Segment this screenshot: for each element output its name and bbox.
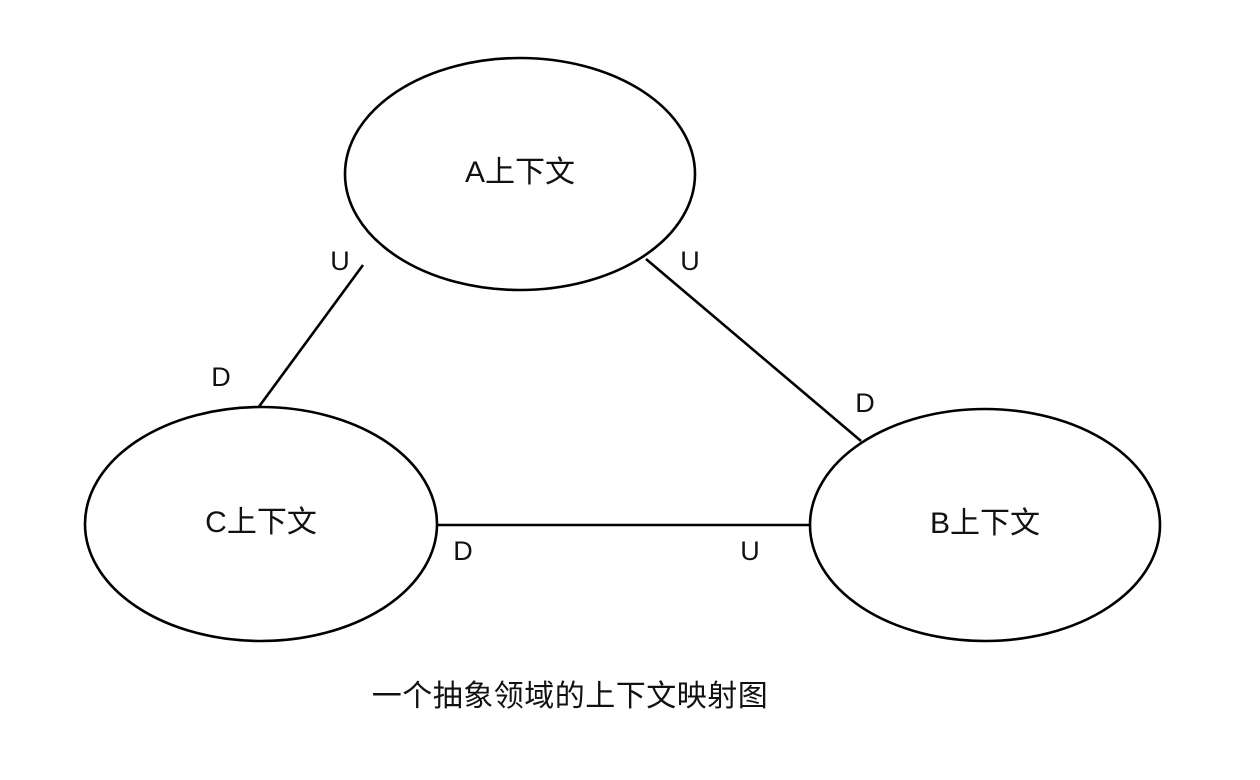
edge-a-b-label-u: U xyxy=(680,246,700,276)
edge-c-b-label-d: D xyxy=(453,536,473,566)
edge-a-c-label-u: U xyxy=(330,246,350,276)
node-a[interactable]: A上下文 xyxy=(343,56,697,292)
node-c-ellipse[interactable] xyxy=(83,405,439,643)
node-a-ellipse[interactable] xyxy=(343,56,697,292)
figure-caption: 一个抽象领域的上下文映射图 xyxy=(372,680,769,713)
node-c-label: C上下文 xyxy=(205,506,317,539)
edge-a-c-line xyxy=(256,264,365,409)
node-b-ellipse[interactable] xyxy=(808,407,1162,643)
edge-labels-group: U D U D D U xyxy=(211,246,875,566)
node-a-label: A上下文 xyxy=(465,156,575,189)
edges-group xyxy=(256,258,862,527)
node-c[interactable]: C上下文 xyxy=(83,405,439,643)
edge-a-b-label-d: D xyxy=(855,388,875,418)
edge-c-b-label-u: U xyxy=(740,536,760,566)
node-b-label: B上下文 xyxy=(930,507,1040,540)
node-b[interactable]: B上下文 xyxy=(808,407,1162,643)
edge-a-b-line xyxy=(645,258,862,442)
edge-a-c-label-d: D xyxy=(211,362,231,392)
